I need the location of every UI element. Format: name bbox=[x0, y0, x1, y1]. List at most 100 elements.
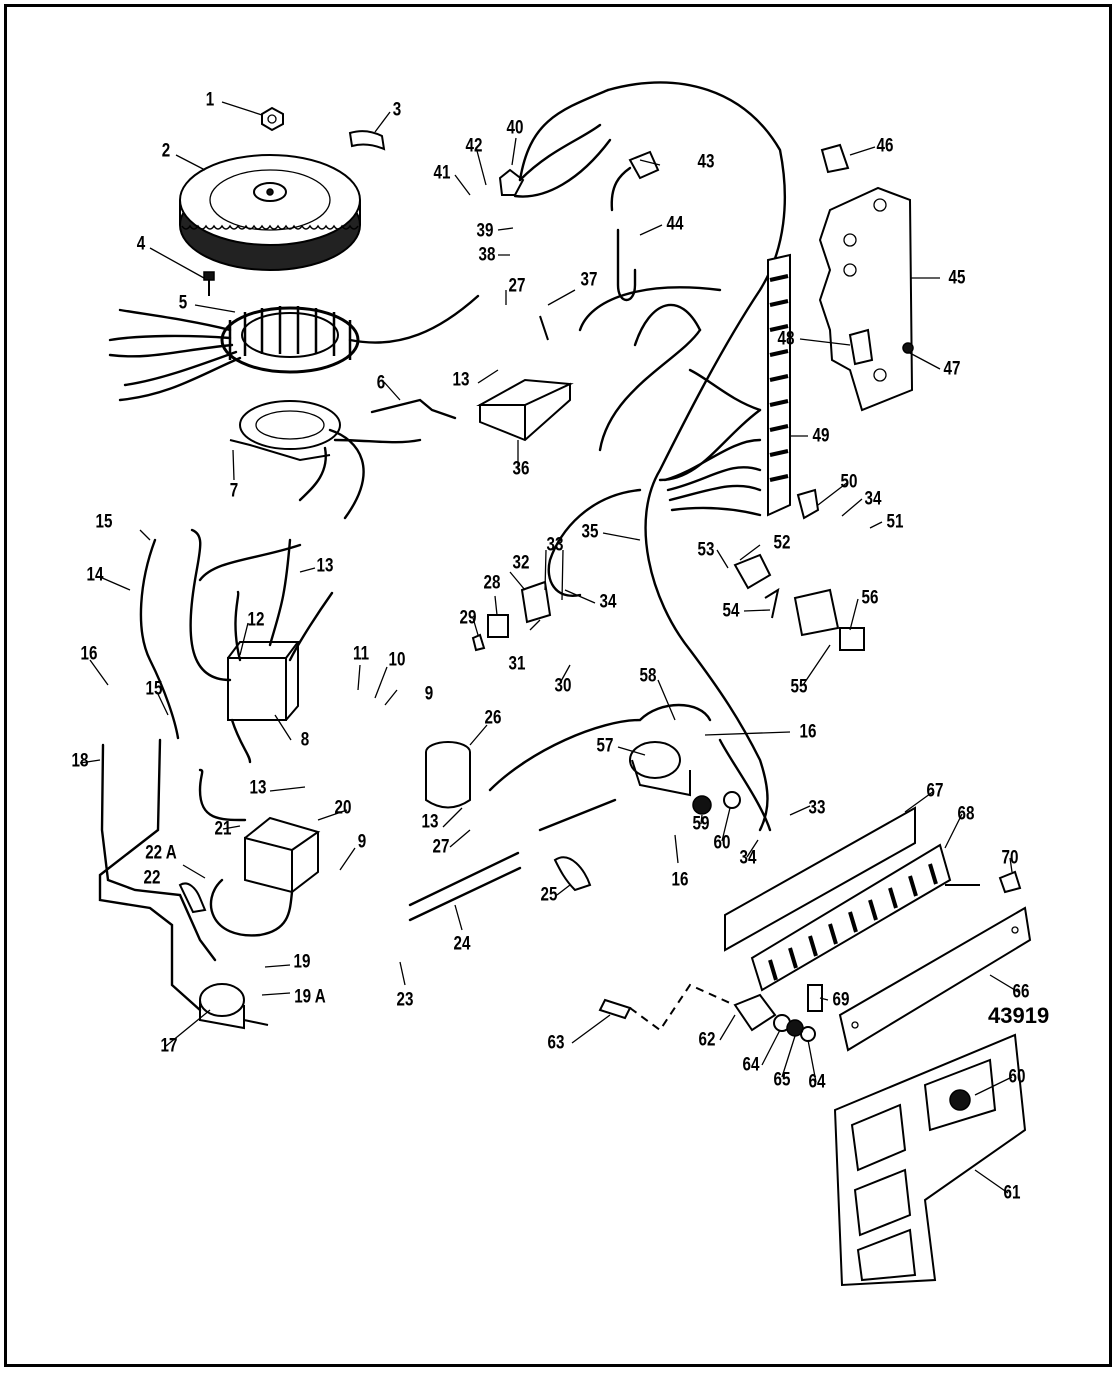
part-62-switch bbox=[733, 993, 777, 1032]
part-18-harness bbox=[98, 738, 217, 1012]
callout-50: 50 bbox=[840, 471, 858, 493]
callout-46: 46 bbox=[876, 135, 894, 157]
callout-15b: 15 bbox=[145, 678, 163, 700]
part-60-washer bbox=[723, 791, 741, 809]
callout-55: 55 bbox=[790, 676, 808, 698]
callout-45: 45 bbox=[948, 267, 966, 289]
part-68-terminal-strip bbox=[750, 843, 952, 992]
callout-47: 47 bbox=[943, 358, 961, 380]
callout-13c: 13 bbox=[421, 811, 439, 833]
callout-52: 52 bbox=[773, 532, 791, 554]
callout-11: 11 bbox=[352, 643, 370, 665]
part-54-bracket bbox=[764, 587, 780, 619]
callout-48: 48 bbox=[777, 328, 795, 350]
part-5-stator bbox=[108, 294, 480, 402]
part-50-bracket bbox=[796, 488, 820, 520]
callout-17: 17 bbox=[160, 1035, 178, 1057]
part-67-strip bbox=[724, 806, 916, 952]
part-22-connector bbox=[178, 882, 207, 914]
part-61-panel bbox=[833, 1033, 1027, 1287]
callout-15a: 15 bbox=[95, 511, 113, 533]
callout-40: 40 bbox=[506, 117, 524, 139]
part-24-link bbox=[538, 798, 617, 832]
callout-27a: 27 bbox=[508, 275, 526, 297]
callout-43: 43 bbox=[697, 151, 715, 173]
part-36-block bbox=[476, 378, 574, 442]
part-63-connector bbox=[598, 998, 632, 1020]
part-2-flywheel bbox=[179, 154, 361, 271]
part-20-module bbox=[198, 768, 321, 937]
callout-34b: 34 bbox=[864, 488, 882, 510]
callout-9b: 9 bbox=[357, 831, 367, 853]
callout-13d: 13 bbox=[452, 369, 470, 391]
part-29-tab bbox=[471, 633, 486, 652]
part-70-screw bbox=[998, 870, 1022, 894]
callout-66: 66 bbox=[1012, 981, 1030, 1003]
callout-16a: 16 bbox=[80, 643, 98, 665]
callout-54: 54 bbox=[722, 600, 740, 622]
callout-38: 38 bbox=[478, 244, 496, 266]
callout-35: 35 bbox=[581, 521, 599, 543]
callout-57: 57 bbox=[596, 735, 614, 757]
callout-14: 14 bbox=[86, 564, 104, 586]
callout-68: 68 bbox=[957, 803, 975, 825]
part-69-clip bbox=[807, 984, 823, 1012]
part-6-lead bbox=[370, 398, 457, 420]
part-35-harness bbox=[488, 81, 787, 832]
callout-19: 19 bbox=[293, 951, 311, 973]
callout-34c: 34 bbox=[739, 847, 757, 869]
callout-31: 31 bbox=[508, 653, 526, 675]
callout-13a: 13 bbox=[316, 555, 334, 577]
callout-59: 59 bbox=[692, 813, 710, 835]
callout-25: 25 bbox=[540, 884, 558, 906]
callout-63: 63 bbox=[547, 1032, 565, 1054]
callout-34a: 34 bbox=[599, 591, 617, 613]
callout-21: 21 bbox=[214, 818, 232, 840]
callout-22A: 22 A bbox=[145, 842, 177, 864]
part-40-switch bbox=[498, 168, 525, 196]
callout-53: 53 bbox=[697, 539, 715, 561]
part-7-trigger bbox=[229, 400, 422, 520]
callout-5: 5 bbox=[178, 292, 188, 314]
callout-64a: 64 bbox=[742, 1054, 760, 1076]
callout-65: 65 bbox=[773, 1069, 791, 1091]
callout-39: 39 bbox=[476, 220, 494, 242]
part-26-cylinder bbox=[425, 741, 471, 809]
part-47-screw bbox=[902, 342, 914, 354]
callout-7: 7 bbox=[229, 480, 239, 502]
leader-lines bbox=[79, 101, 1021, 1194]
part-4-screw bbox=[203, 271, 215, 296]
callout-49: 49 bbox=[812, 425, 830, 447]
callout-44: 44 bbox=[666, 213, 684, 235]
callout-69: 69 bbox=[832, 989, 850, 1011]
part-43-plug bbox=[628, 150, 660, 180]
callout-41: 41 bbox=[433, 162, 451, 184]
callout-24: 24 bbox=[453, 933, 471, 955]
callout-16c: 16 bbox=[671, 869, 689, 891]
part-37-bolt bbox=[539, 315, 549, 341]
callout-64b: 64 bbox=[808, 1071, 826, 1093]
callout-67: 67 bbox=[926, 780, 944, 802]
part-52-switch bbox=[733, 553, 772, 590]
part-64-washer-b bbox=[800, 1026, 816, 1042]
part-57-solenoid bbox=[629, 741, 691, 797]
callout-60b: 60 bbox=[1008, 1066, 1026, 1088]
callout-29: 29 bbox=[459, 607, 477, 629]
diagram-border bbox=[4, 4, 1112, 1367]
callout-3: 3 bbox=[392, 99, 402, 121]
callout-20: 20 bbox=[334, 797, 352, 819]
callout-23: 23 bbox=[396, 989, 414, 1011]
part-48-clip bbox=[848, 328, 874, 366]
part-59-nut bbox=[692, 795, 712, 815]
callout-10: 10 bbox=[388, 649, 406, 671]
part-49-terminal-block bbox=[767, 253, 791, 517]
part-3-key bbox=[348, 130, 386, 151]
callout-37: 37 bbox=[580, 269, 598, 291]
callout-33b: 33 bbox=[808, 797, 826, 819]
callout-13b: 13 bbox=[249, 777, 267, 799]
callout-4: 4 bbox=[136, 233, 146, 255]
part-1-nut bbox=[261, 106, 284, 132]
callout-9a: 9 bbox=[424, 683, 434, 705]
callout-70: 70 bbox=[1001, 847, 1019, 869]
